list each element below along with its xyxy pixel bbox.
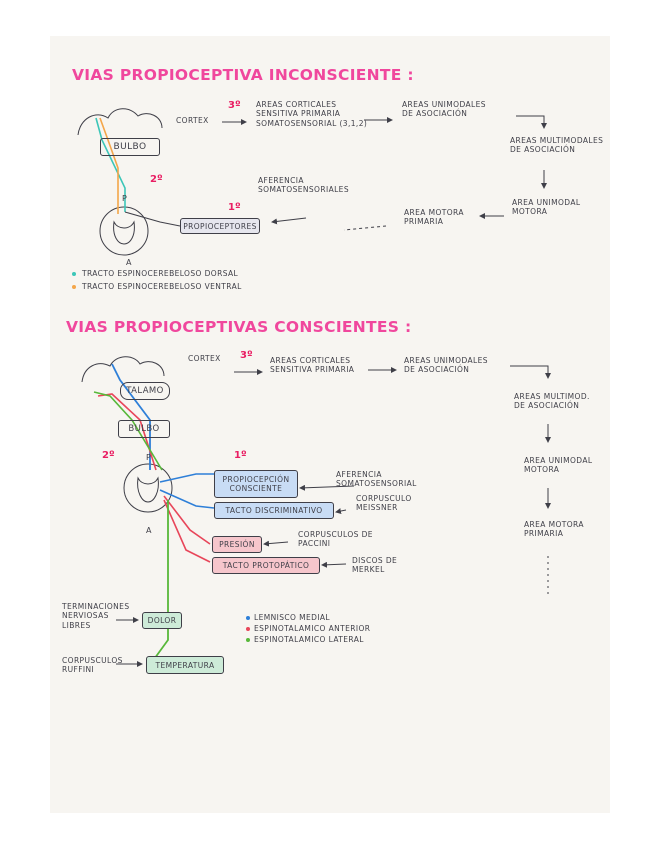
s1-aferencia: AFERENCIA SOMATOSENSORIALES — [258, 176, 349, 195]
s2-legend-anterior: ESPINOTALAMICO ANTERIOR — [254, 624, 371, 633]
lemnisco-medial-line — [111, 363, 151, 470]
s2-talamo-box: TALAMO — [120, 382, 170, 400]
ventral-tract-line — [99, 117, 119, 214]
s2-areas-corticales: AREAS CORTICALES SENSITIVA PRIMARIA — [270, 356, 355, 375]
s2-ruffini: CORPUSCULOS RUFFINI — [62, 656, 123, 675]
espinotalamico-lateral-line — [93, 391, 163, 471]
s2-areas-unimodales: AREAS UNIMODALES DE ASOCIACIÓN — [404, 356, 488, 375]
s1-bulbo-box: BULBO — [100, 138, 160, 156]
s1-legend-dot-dorsal — [72, 272, 76, 276]
s2-aferencia: AFERENCIA SOMATOSENSORIAL — [336, 470, 417, 489]
s2-area-unimodal-motora: AREA UNIMODAL MOTORA — [524, 456, 593, 475]
s2-step1: 1º — [234, 450, 247, 461]
brain-outline-1 — [77, 108, 163, 136]
s2-legend-lemnisco: LEMNISCO MEDIAL — [254, 613, 331, 622]
s2-tacto-protopatico-box: TACTO PROTOPÁTICO — [212, 557, 320, 574]
s2-p-label: P — [146, 453, 152, 462]
s2-terminaciones: TERMINACIONES NERVIOSAS LIBRES — [62, 602, 130, 630]
s1-areas-corticales: AREAS CORTICALES SENSITIVA PRIMARIA SOMA… — [256, 100, 368, 128]
notebook-page — [50, 36, 610, 813]
s1-cortex-label: CORTEX — [176, 116, 209, 125]
s2-presion-box: PRESIÓN — [212, 536, 262, 553]
section1-title: VIAS PROPIOCEPTIVA INCONSCIENTE : — [72, 66, 414, 84]
s1-step2: 2º — [150, 174, 163, 185]
s2-legend-lateral: ESPINOTALAMICO LATERAL — [254, 635, 364, 644]
spinal-cord-1 — [99, 206, 149, 256]
s2-step2: 2º — [102, 450, 115, 461]
s2-legend-dot-anterior — [246, 627, 250, 631]
s2-bulbo-box: BULBO — [118, 420, 170, 438]
brain-outline-2 — [81, 356, 165, 383]
s2-legend-dot-lemnisco — [246, 616, 250, 620]
s1-p-label: P — [122, 194, 128, 203]
s1-areas-multimodales: AREAS MULTIMODALES DE ASOCIACIÓN — [510, 136, 604, 155]
s1-step3: 3º — [228, 100, 241, 111]
s1-propioceptores-box: PROPIOCEPTORES — [180, 218, 260, 234]
s2-merkel: DISCOS DE MERKEL — [352, 556, 398, 575]
s2-temperatura-box: TEMPERATURA — [146, 656, 224, 674]
s1-legend-dot-ventral — [72, 285, 76, 289]
s1-legend-ventral: TRACTO ESPINOCEREBELOSO VENTRAL — [82, 282, 242, 291]
s1-a-label: A — [126, 258, 132, 267]
s1-areas-unimodales: AREAS UNIMODALES DE ASOCIACIÓN — [402, 100, 486, 119]
s1-step1: 1º — [228, 202, 241, 213]
s1-area-motora-primaria: AREA MOTORA PRIMARIA — [404, 208, 464, 227]
s2-areas-multimodales: AREAS MULTIMOD. DE ASOCIACIÓN — [514, 392, 590, 411]
s2-dolor-box: DOLOR — [142, 612, 182, 629]
s1-area-unimodal-motora: AREA UNIMODAL MOTORA — [512, 198, 581, 217]
s1-legend-dorsal: TRACTO ESPINOCEREBELOSO DORSAL — [82, 269, 239, 278]
s2-tacto-discriminativo-box: TACTO DISCRIMINATIVO — [214, 502, 334, 519]
s2-a-label: A — [146, 526, 152, 535]
s2-legend-dot-lateral — [246, 638, 250, 642]
s2-meissner: CORPUSCULO MEISSNER — [356, 494, 412, 513]
section2-title: VIAS PROPIOCEPTIVAS CONSCIENTES : — [66, 318, 412, 336]
s2-cortex-label: CORTEX — [188, 354, 221, 363]
s2-area-motora-primaria: AREA MOTORA PRIMARIA — [524, 520, 584, 539]
dorsal-tract-line — [95, 117, 126, 212]
spinal-cord-2 — [123, 463, 173, 513]
s2-step3: 3º — [240, 350, 253, 361]
s2-pacini: CORPUSCULOS DE PACCINI — [298, 530, 373, 549]
